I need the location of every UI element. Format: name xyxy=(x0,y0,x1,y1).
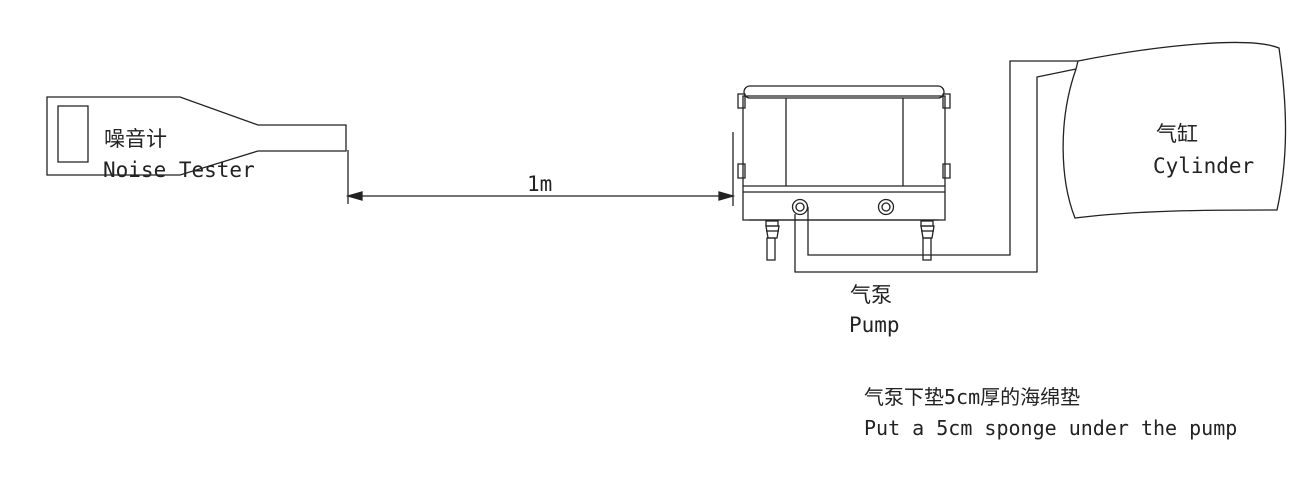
pump-label-en: Pump xyxy=(849,313,900,337)
pump-port-left xyxy=(793,200,808,215)
pump-label-cn: 气泵 xyxy=(850,283,892,307)
distance-label: 1m xyxy=(527,172,552,196)
tubing-outer-line xyxy=(795,69,1076,272)
pump-foot-right xyxy=(921,221,934,260)
note-line-en: Put a 5cm sponge under the pump xyxy=(864,416,1237,440)
tubing-inner-line xyxy=(808,61,1078,255)
distance-dimension xyxy=(348,132,733,206)
pump-body xyxy=(743,96,945,220)
air-tubing xyxy=(795,61,1078,272)
distance-arrow-right xyxy=(719,192,733,200)
cylinder xyxy=(1063,42,1285,218)
noise-tester xyxy=(47,97,346,175)
noise-tester-label-cn: 噪音计 xyxy=(104,127,167,151)
noise-tester-body xyxy=(47,97,346,175)
noise-tester-display xyxy=(58,106,88,162)
cylinder-label-en: Cylinder xyxy=(1153,154,1254,178)
pump-right-tab-bottom xyxy=(943,164,950,178)
pump-left-tab-top xyxy=(738,94,745,108)
pump-left-tab-bottom xyxy=(738,164,745,178)
cylinder-label-cn: 气缸 xyxy=(1156,122,1198,146)
cylinder-body xyxy=(1063,42,1285,218)
pump-port-right xyxy=(879,200,894,215)
pump-foot-left xyxy=(766,221,779,260)
pump-top-cap xyxy=(744,86,944,98)
noise-tester-label-en: Noise Tester xyxy=(103,158,255,182)
distance-arrow-left xyxy=(348,192,362,200)
pump xyxy=(738,86,950,260)
note-line-cn: 气泵下垫5cm厚的海绵垫 xyxy=(864,385,1080,409)
pump-right-tab-top xyxy=(943,94,950,108)
